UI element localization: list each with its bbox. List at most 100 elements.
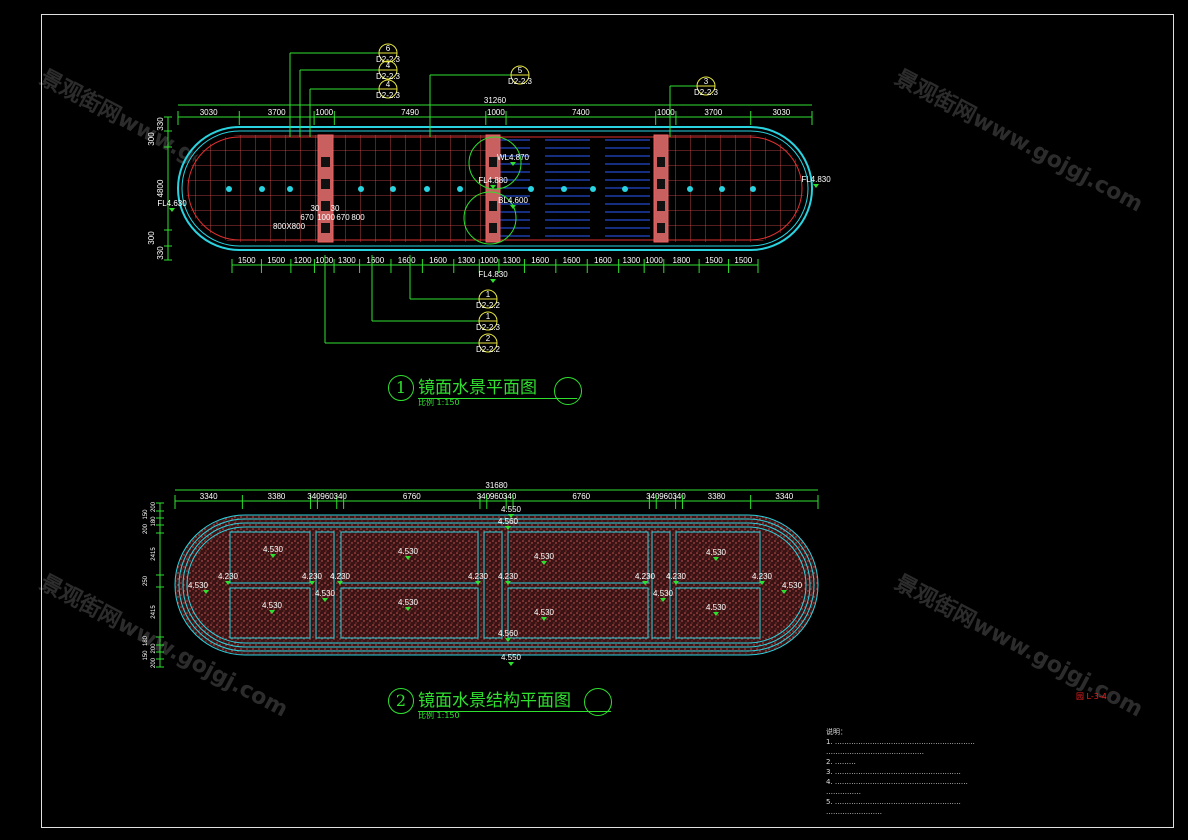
plan2-cell-level: 4.530 <box>398 598 419 607</box>
plan1-top-dim-value: 3030 <box>200 108 218 117</box>
plan1-level: FL4.830 <box>478 270 508 279</box>
plan1-top-dim-value: 1000 <box>657 108 675 117</box>
level-marker-icon <box>475 581 481 585</box>
plan1-top-dim-value: 3700 <box>268 108 286 117</box>
pier-gap <box>321 201 330 211</box>
pier-gap <box>321 179 330 189</box>
plan1-top-dim-value: 3700 <box>704 108 722 117</box>
note-line: 3. ……………………………………………… <box>826 768 961 776</box>
level-marker-icon <box>405 607 411 611</box>
plan1-bottom-dim-value: 1200 <box>294 256 312 265</box>
plan1-top-dim-value: 1000 <box>315 108 333 117</box>
plan2-beam-level: 4.230 <box>302 572 323 581</box>
plan2-top-dim-value: 960 <box>320 492 334 501</box>
plan2-top-dim-value: 340 <box>334 492 348 501</box>
fountain-jet-icon <box>561 186 567 192</box>
callout-number: 4 <box>386 80 391 89</box>
plan2-overall-dim: 31680 <box>485 481 508 490</box>
plan1-top-dim-value: 3030 <box>772 108 790 117</box>
plan2-top-dim-value: 340 <box>307 492 321 501</box>
plan1-bottom-dim-value: 1600 <box>594 256 612 265</box>
plan2-top-dim-value: 6760 <box>572 492 590 501</box>
level-marker-icon <box>322 598 328 602</box>
plan1-number: 1 <box>388 375 414 401</box>
north-arrow-icon <box>554 377 582 405</box>
plan2-cell-level: 4.530 <box>706 548 727 557</box>
plan1-detail-dim: 670 <box>300 213 314 222</box>
plan2-cell-level: 4.530 <box>263 545 284 554</box>
fountain-jet-icon <box>528 186 534 192</box>
plan2-title: 镜面水景结构平面图 <box>418 686 611 712</box>
plan1-bottom-dim-value: 1600 <box>531 256 549 265</box>
plan1-top-dim-value: 7400 <box>572 108 590 117</box>
plan2-left-dim: 2415 <box>151 605 157 619</box>
note-line: 4. ………………………………………………… <box>826 778 968 786</box>
plan1-bottom-dim-value: 1600 <box>429 256 447 265</box>
sheet-id: 园 L-3-4 <box>1076 692 1107 701</box>
fountain-jet-icon <box>259 186 265 192</box>
callout-number: 4 <box>386 61 391 70</box>
plan2-scale: 比例 1:150 <box>418 711 460 720</box>
level-marker-icon <box>510 205 516 209</box>
plan1-bottom-dim-value: 1600 <box>398 256 416 265</box>
level-marker-icon <box>405 556 411 560</box>
plan2-top-dim-value: 340 <box>477 492 491 501</box>
plan2-top-dim-value: 3380 <box>708 492 726 501</box>
plan2-beam-level: 4.230 <box>635 572 656 581</box>
plan2-cell-level: 4.530 <box>706 603 727 612</box>
plan2-top-dim-value: 960 <box>659 492 673 501</box>
pier-gap <box>489 223 497 233</box>
fountain-jet-icon <box>457 186 463 192</box>
pier-gap <box>321 157 330 167</box>
level-marker-icon <box>508 662 514 666</box>
level-marker-icon <box>203 590 209 594</box>
plan2-left-dim: 250 <box>143 575 149 586</box>
fountain-jet-icon <box>390 186 396 192</box>
plan1-title: 镜面水景平面图 <box>418 373 577 399</box>
level-marker-icon <box>713 557 719 561</box>
callout-ref: D2-2.3 <box>376 91 401 100</box>
callout-ref: D2-2.3 <box>476 323 501 332</box>
plan1-scale: 比例 1:150 <box>418 398 460 407</box>
arc-line <box>463 191 517 245</box>
callout-number: 5 <box>518 66 523 75</box>
callout-ref: D2-2.2 <box>476 301 501 310</box>
plan2-beam-cell <box>315 531 335 639</box>
plan1-left-dim: 330 <box>156 117 165 131</box>
plan1-inner-edge <box>181 130 809 247</box>
plan2-left-dim: 180 <box>143 635 149 646</box>
plan2-cell-level: 4.530 <box>315 589 336 598</box>
drawing-frame <box>41 14 1174 828</box>
level-marker-icon <box>510 162 516 166</box>
plan1-bottom-dim-value: 1300 <box>623 256 641 265</box>
level-marker-icon <box>642 581 648 585</box>
plan1-bottom-dim-value: 1300 <box>338 256 356 265</box>
plan1-level: FL4.830 <box>801 175 831 184</box>
plan2-top-dim-value: 3340 <box>775 492 793 501</box>
level-marker-icon <box>541 561 547 565</box>
level-marker-icon <box>490 185 496 189</box>
plan2-top-dim-value: 3340 <box>200 492 218 501</box>
plan1-detail-dim: 30 <box>331 204 340 213</box>
callout-number: 1 <box>486 312 491 321</box>
plan2-cell-level: 4.530 <box>534 552 555 561</box>
arc-line <box>468 136 522 190</box>
plan2-top-dim-value: 960 <box>490 492 504 501</box>
callout-number: 3 <box>704 77 709 86</box>
fountain-jet-icon <box>590 186 596 192</box>
plan2-left-dim: 180 <box>151 516 157 527</box>
level-marker-icon <box>673 581 679 585</box>
plan2-top-dim-value: 3380 <box>268 492 286 501</box>
plan2-beam-level: 4.230 <box>218 572 239 581</box>
plan2-cell <box>507 587 649 639</box>
callout-ref: D2-2.3 <box>694 88 719 97</box>
plan2-left-dim: 200 <box>151 501 157 512</box>
plan2-top-dim-value: 6760 <box>403 492 421 501</box>
note-line: 2. ……… <box>826 758 856 766</box>
plan2-beam-level: 4.230 <box>468 572 489 581</box>
plan1-bottom-dim-value: 1500 <box>734 256 752 265</box>
plan1-left-dim: 4800 <box>156 179 165 197</box>
callout-number: 1 <box>486 290 491 299</box>
plan1-outer-edge <box>177 126 813 251</box>
